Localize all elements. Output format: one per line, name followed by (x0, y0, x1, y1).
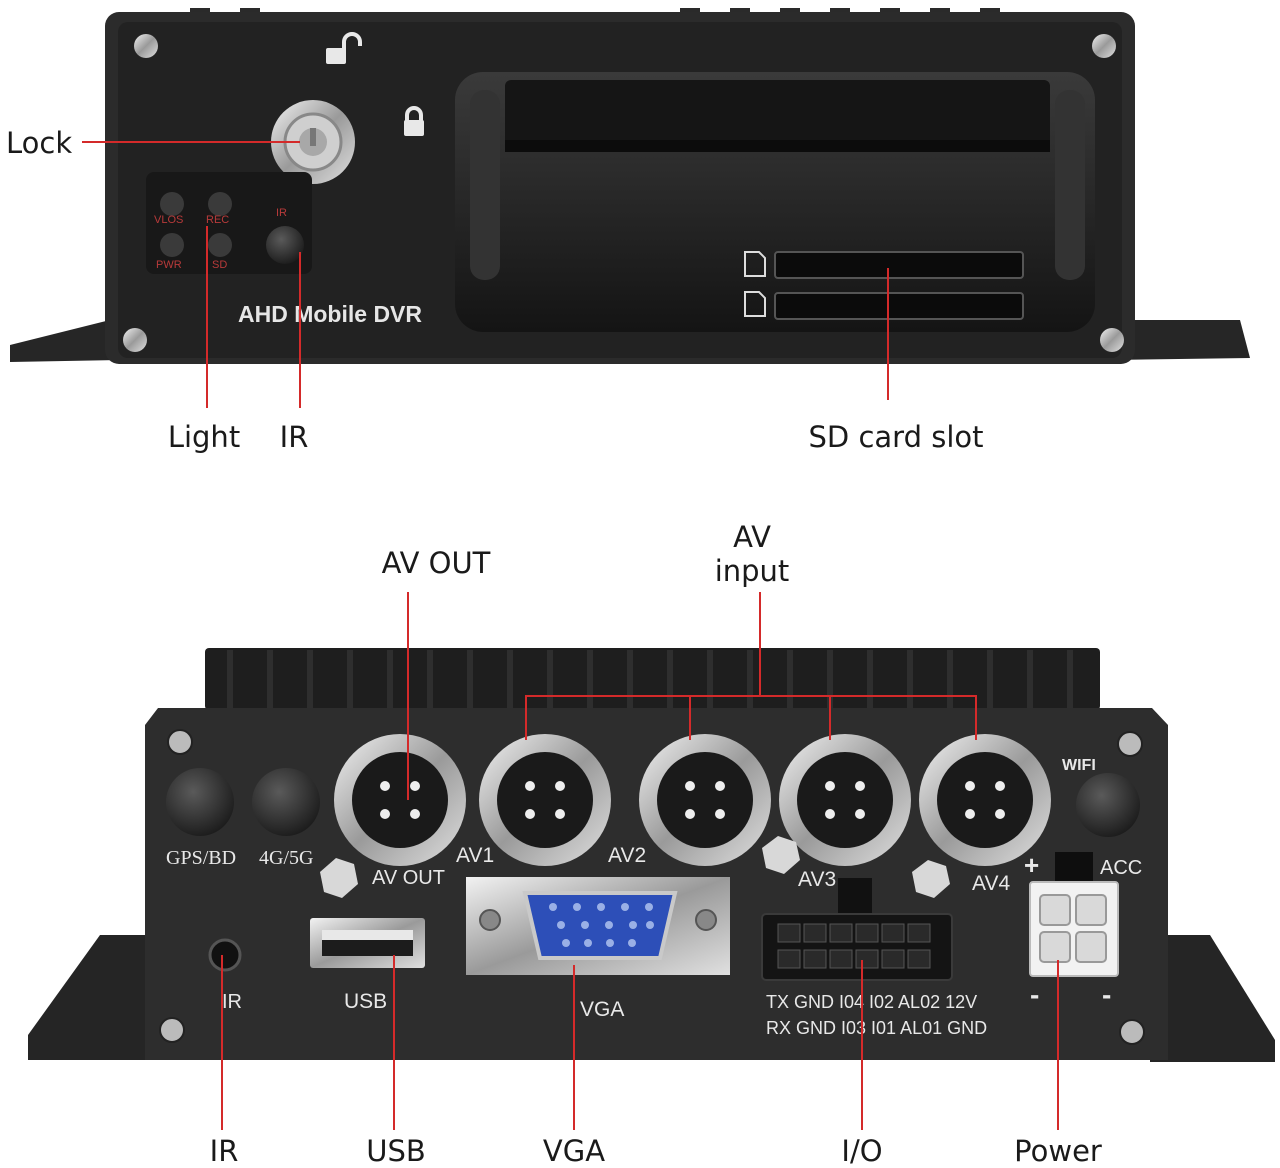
vga-port (466, 877, 730, 975)
callout-ir-rear: IR (209, 1134, 239, 1168)
label-av3: AV3 (798, 868, 836, 891)
aviation-connectors (334, 734, 1051, 866)
label-av-out: AV OUT (372, 867, 445, 889)
av2-connector (639, 734, 771, 866)
label-plus: + (1024, 850, 1039, 880)
wifi-antenna-port (1076, 773, 1140, 837)
unlock-icon (326, 32, 362, 64)
label-acc: ACC (1100, 857, 1142, 879)
callout-av-input: AV input (715, 520, 790, 588)
callout-usb: USB (366, 1134, 426, 1168)
hdd-caddy-handle (505, 80, 1050, 150)
label-io-row2: RX GND I03 I01 AL01 GND (766, 1018, 987, 1038)
rear-screws (159, 729, 1145, 1045)
rear-left-flange (28, 935, 160, 1060)
label-av4: AV4 (972, 872, 1010, 895)
label-wifi: WIFI (1062, 757, 1096, 774)
label-usb-port: USB (344, 990, 387, 1013)
led-label-sd: SD (212, 259, 227, 271)
led-label-rec: REC (206, 214, 229, 226)
front-callout-lines (82, 141, 889, 408)
av3-connector (779, 734, 911, 866)
callout-av-input-line1: AV (733, 520, 771, 554)
callout-vga: VGA (542, 1134, 606, 1168)
label-vga-port: VGA (580, 998, 624, 1021)
label-av2: AV2 (608, 844, 646, 867)
label-av1: AV1 (456, 844, 494, 867)
led-label-vlos: VLOS (154, 214, 183, 226)
sd-card-slots (744, 251, 1024, 320)
lock-icon (404, 106, 424, 136)
rear-callout-lines (221, 592, 1059, 1130)
io-terminal (761, 878, 953, 981)
rear-right-flange (1150, 935, 1275, 1062)
callout-light: Light (167, 420, 241, 454)
av4-connector (919, 734, 1051, 866)
av1-connector (479, 734, 611, 866)
rear-top-fins (205, 648, 1100, 710)
sd-card-icon (744, 251, 766, 317)
front-view: VLOS REC PWR SD IR AHD Mobile DVR (10, 8, 1250, 408)
callout-sd-card-slot: SD card slot (808, 420, 984, 454)
front-left-flange (10, 320, 120, 362)
power-connector (1029, 881, 1119, 977)
brand-text: AHD Mobile DVR (238, 301, 422, 327)
led-label-pwr: PWR (156, 259, 182, 271)
ir-jack (208, 938, 242, 972)
front-screws (123, 34, 1124, 352)
callout-lock: Lock (6, 126, 73, 160)
antenna-ports (166, 768, 1140, 837)
callout-ir-front: IR (279, 420, 309, 454)
usb-port (310, 918, 425, 968)
cellular-antenna-port (252, 768, 320, 836)
label-io-row1: TX GND I04 I02 AL02 12V (766, 992, 977, 1012)
label-gps: GPS/BD (166, 847, 236, 869)
callout-av-out: AV OUT (381, 546, 491, 580)
callout-av-input-line2: input (714, 554, 790, 588)
rear-view: GPS/BD 4G/5G AV OUT AV1 AV2 AV3 AV4 WIFI… (28, 592, 1275, 1130)
label-cellular: 4G/5G (259, 847, 313, 869)
label-minus-right: - (1102, 979, 1111, 1010)
hex-nuts (320, 836, 950, 898)
av-out-connector (334, 734, 466, 866)
callout-io: I/O (841, 1134, 883, 1168)
status-leds (160, 192, 232, 257)
callout-power: Power (1014, 1134, 1102, 1168)
ir-sensor (266, 226, 304, 264)
lock-key (271, 100, 355, 184)
gps-antenna-port (166, 768, 234, 836)
acc-switch (1055, 852, 1093, 882)
front-right-flange (1110, 320, 1250, 360)
led-label-ir: IR (276, 207, 287, 219)
label-ir-port: IR (222, 991, 242, 1013)
label-minus-left: - (1030, 979, 1039, 1010)
